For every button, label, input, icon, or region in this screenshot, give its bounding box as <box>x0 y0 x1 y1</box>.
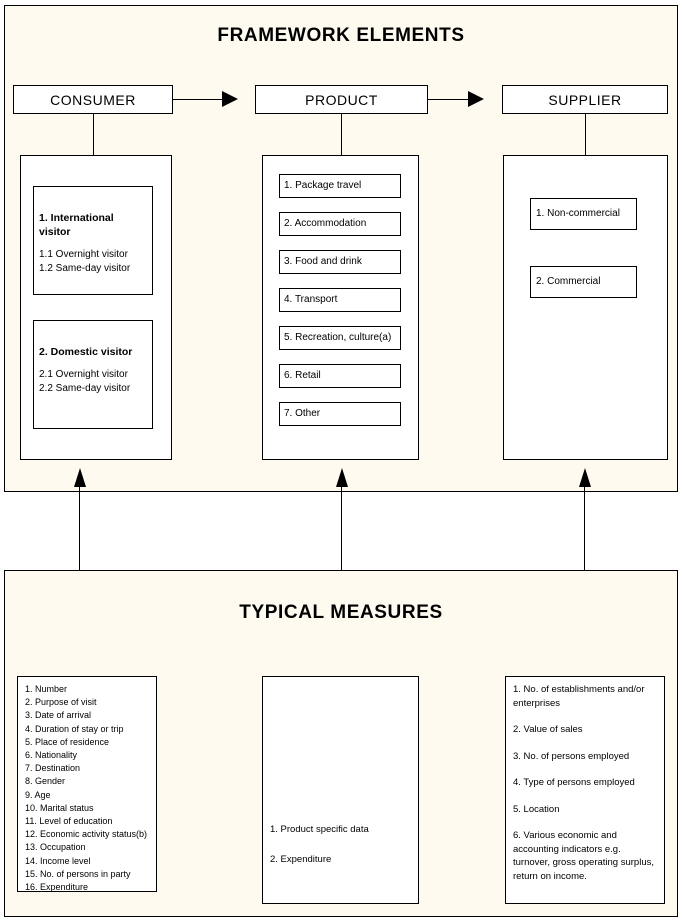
supplier-item-label: 2. Commercial <box>536 276 601 287</box>
group-item: 2.1 Overnight visitor <box>39 369 128 380</box>
measure-item: 10. Marital status <box>25 802 94 813</box>
arrow-right-icon-product-supplier <box>468 91 484 107</box>
arrow-right-icon-consumer-product <box>222 91 238 107</box>
product-item-retail[interactable]: 6. Retail <box>279 364 401 388</box>
product-item-recreation-culture[interactable]: 5. Recreation, culture(a) <box>279 326 401 350</box>
header-box-product[interactable]: PRODUCT <box>255 85 428 114</box>
supplier-item-non-commercial[interactable]: 1. Non-commercial <box>530 198 637 230</box>
measure-item: 7. Destination <box>25 763 81 774</box>
connector-consumer-header-to-body <box>93 114 94 156</box>
group-item: 2.2 Same-day visitor <box>39 383 131 394</box>
supplier-item-commercial[interactable]: 2. Commercial <box>530 266 637 298</box>
product-item-package-travel[interactable]: 1. Package travel <box>279 174 401 198</box>
arrow-up-icon-product <box>336 468 348 487</box>
arrow-up-icon-consumer <box>74 468 86 487</box>
group-title: 2. Domestic visitor <box>39 346 133 358</box>
group-item: 1.1 Overnight visitor <box>39 249 128 260</box>
measure-item: 2. Purpose of visit <box>25 697 97 708</box>
arrow-up-icon-supplier <box>579 468 591 487</box>
measure-item: 5. Location <box>513 803 560 815</box>
measure-item: 2. Expenditure <box>270 853 332 865</box>
measures-list-product: 1. Product specific data 2. Expenditure <box>270 823 411 883</box>
measure-item: 2. Value of sales <box>513 724 583 735</box>
measure-item: 3. Date of arrival <box>25 710 92 721</box>
group-title: 1. International visitor <box>39 212 114 238</box>
header-label-consumer: CONSUMER <box>50 91 136 108</box>
product-item-label: 2. Accommodation <box>284 218 367 229</box>
flow-connector-product-supplier <box>428 99 469 100</box>
measure-item: 9. Age <box>25 789 51 800</box>
measure-item: 11. Level of education <box>25 816 113 827</box>
measure-item: 4. Type of persons employed <box>513 777 635 788</box>
framework-elements-title: FRAMEWORK ELEMENTS <box>217 25 465 46</box>
measures-box-consumer: 1. Number 2. Purpose of visit 3. Date of… <box>17 676 157 892</box>
measure-item: 4. Duration of stay or trip <box>25 723 124 734</box>
product-item-transport[interactable]: 4. Transport <box>279 288 401 312</box>
measure-item: 1. Number <box>25 684 68 694</box>
measures-box-product: 1. Product specific data 2. Expenditure <box>262 676 419 904</box>
product-item-label: 5. Recreation, culture(a) <box>284 332 392 343</box>
connector-product-header-to-body <box>341 114 342 156</box>
header-box-supplier[interactable]: SUPPLIER <box>502 85 668 114</box>
typical-measures-title: TYPICAL MEASURES <box>239 602 443 623</box>
measure-item: 8. Gender <box>25 776 66 787</box>
product-item-accommodation[interactable]: 2. Accommodation <box>279 212 401 236</box>
header-box-consumer[interactable]: CONSUMER <box>13 85 173 114</box>
measure-item: 16. Expenditure <box>25 882 89 893</box>
product-item-label: 4. Transport <box>284 294 338 305</box>
product-item-food-and-drink[interactable]: 3. Food and drink <box>279 250 401 274</box>
group-item: 1.2 Same-day visitor <box>39 263 131 274</box>
measure-item: 14. Income level <box>25 855 91 866</box>
supplier-item-label: 1. Non-commercial <box>536 208 620 219</box>
connector-supplier-header-to-body <box>585 114 586 156</box>
measure-item: 1. Product specific data <box>270 823 369 835</box>
consumer-group-domestic-visitor[interactable]: 2. Domestic visitor 2.1 Overnight visito… <box>33 320 153 429</box>
measure-item: 5. Place of residence <box>25 736 110 747</box>
measure-item: 12. Economic activity status(b) <box>25 829 148 840</box>
measure-item: 13. Occupation <box>25 842 86 853</box>
product-item-label: 7. Other <box>284 408 321 419</box>
flow-connector-consumer-product <box>173 99 224 100</box>
measure-item: 6. Nationality <box>25 750 78 761</box>
product-item-other[interactable]: 7. Other <box>279 402 401 426</box>
product-item-label: 1. Package travel <box>284 180 362 191</box>
header-label-product: PRODUCT <box>305 91 378 108</box>
measure-item: 15. No. of persons in party <box>25 868 131 879</box>
measure-item: 6. Various economic and accounting indic… <box>513 830 654 882</box>
measure-item: 1. No. of establishments and/or enterpri… <box>513 684 645 709</box>
consumer-group-international-visitor[interactable]: 1. International visitor 1.1 Overnight v… <box>33 186 153 295</box>
measures-box-supplier: 1. No. of establishments and/or enterpri… <box>505 676 665 904</box>
measure-item: 3. No. of persons employed <box>513 750 630 762</box>
header-label-supplier: SUPPLIER <box>548 91 622 108</box>
product-item-label: 6. Retail <box>284 370 321 381</box>
product-item-label: 3. Food and drink <box>284 256 362 267</box>
